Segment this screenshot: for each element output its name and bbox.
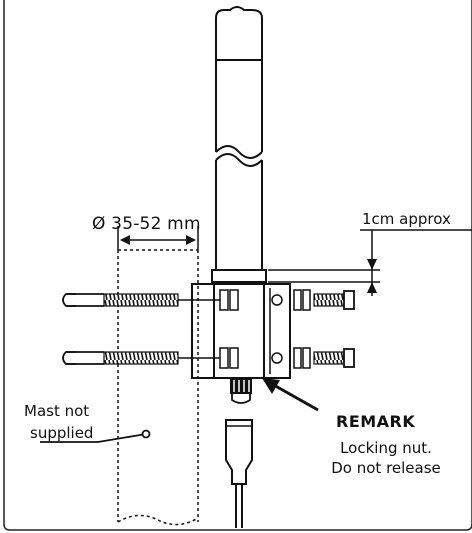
bolt-upper-head	[343, 290, 355, 310]
bracket-plate-right	[263, 283, 291, 379]
nut-upper-inner	[219, 289, 239, 311]
remark-line2: Do not release	[331, 459, 441, 477]
remark-title: REMARK	[336, 412, 416, 431]
gap-arrow-top	[367, 259, 377, 270]
diameter-arrow-right	[186, 235, 196, 245]
diameter-label: Ø 35-52 mm	[92, 214, 201, 234]
bolt-upper-thread	[313, 293, 345, 307]
nut-upper-outer	[293, 289, 311, 311]
remark-arrow-head	[262, 378, 280, 394]
u-bolt-lower-end	[62, 351, 76, 365]
nut-lower-outer	[293, 347, 311, 369]
mast-label-line2: supplied	[30, 424, 94, 442]
mast-bottom-wave	[117, 514, 199, 526]
threaded-rod-upper	[103, 293, 179, 307]
mast-label-line1: Mast not	[24, 402, 90, 420]
bracket-hole-lower	[271, 352, 283, 364]
locking-nut	[230, 378, 252, 404]
gap-label: 1cm approx	[362, 210, 451, 228]
antenna-cap	[215, 6, 263, 61]
antenna-base-ring	[211, 269, 267, 283]
u-bolt-upper-end	[62, 293, 76, 307]
mast-callout-leader	[40, 433, 147, 443]
diameter-arrow-left	[120, 235, 130, 245]
bolt-lower-thread	[313, 351, 345, 365]
gap-arrow-bottom	[367, 282, 377, 293]
antenna-tube-upper	[215, 60, 263, 152]
bracket-plate-middle	[213, 283, 265, 379]
cable-connector	[225, 419, 253, 485]
mast-callout-dot	[141, 429, 151, 439]
cable	[235, 484, 243, 528]
remark-line1: Locking nut.	[340, 439, 432, 457]
bracket-hole-upper	[271, 294, 283, 306]
bolt-lower-head	[343, 348, 355, 368]
bracket-plate-left	[191, 283, 215, 379]
threaded-rod-lower	[103, 351, 179, 365]
antenna-tube-lower	[215, 160, 263, 270]
nut-lower-inner	[219, 347, 239, 369]
mast-dashed-outline	[117, 249, 199, 522]
antenna-break-mark	[215, 145, 263, 167]
remark-arrow-shaft	[271, 382, 319, 412]
